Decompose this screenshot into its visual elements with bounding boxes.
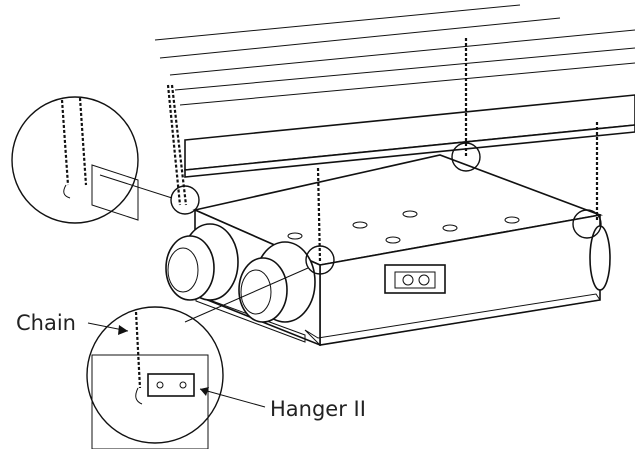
hanger-point-markers [170, 142, 602, 275]
hanger-label: Hanger II [270, 397, 366, 421]
callout-leaders [87, 322, 266, 408]
wooden-beam [184, 94, 635, 178]
chain-label: Chain [16, 311, 76, 335]
hanging-chains [166, 38, 599, 263]
detail-view-top [11, 96, 173, 224]
hanger-bracket [147, 373, 195, 397]
duct-collars [165, 223, 611, 323]
detail-view-bottom [86, 267, 309, 449]
control-panel [384, 264, 446, 294]
ceiling-joists [154, 4, 635, 106]
top-ports [287, 210, 520, 244]
